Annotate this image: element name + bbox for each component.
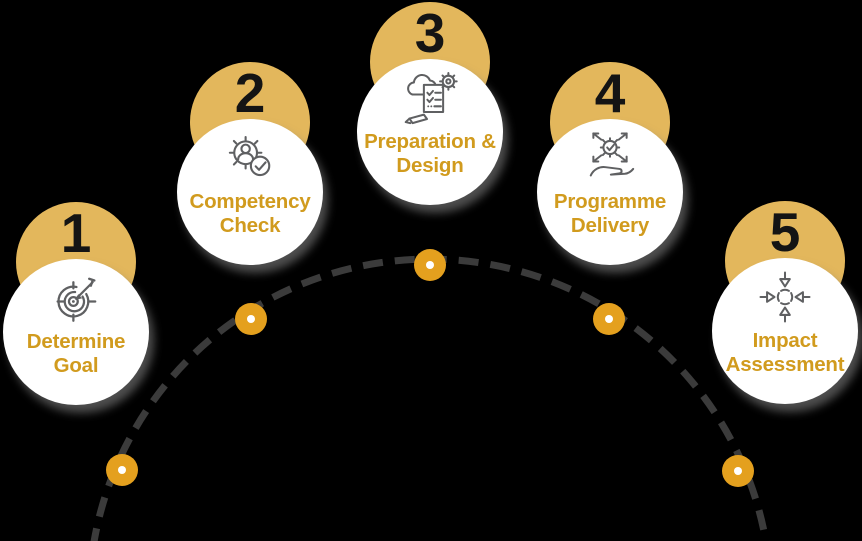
converging-arrows-icon [757,269,813,325]
step-content-circle: Determine Goal [3,259,149,405]
step-number: 4 [594,62,626,124]
step-content-circle: Impact Assessment [712,258,858,404]
step-label-line: Preparation & [364,130,496,153]
arc-node-dot [414,249,446,281]
cloud-document-design-icon [402,70,458,126]
step-label-line: Programme [553,190,667,213]
step-content-circle: Preparation & Design [357,59,503,205]
step-label-line: Delivery [570,213,650,237]
step-label-line: Design [396,153,464,177]
dashed-arc-path [90,255,770,541]
step-content-circle: Competency Check [177,119,323,265]
step-label-line: Check [219,213,281,237]
step-programme-delivery: 4 Programme Delivery [537,62,683,265]
step-competency-check: 2 Competency Check [177,62,323,265]
step-label-line: Determine [26,330,126,353]
person-gear-check-icon [222,130,278,186]
step-label: Programme Delivery [537,190,683,237]
arc-node-dot [722,455,754,487]
step-label: Competency Check [177,190,323,237]
step-label-line: Impact [752,329,818,352]
arc-node-dot [593,303,625,335]
step-label-line: Goal [53,353,99,377]
target-arrow-icon [48,270,104,326]
step-label: Preparation & Design [357,130,503,177]
step-number: 1 [60,202,92,264]
step-number: 3 [414,2,446,64]
step-impact-assessment: 5 Impact Assessment [712,201,858,404]
step-label-line: Competency [189,190,311,213]
hand-gear-delivery-icon [582,130,638,186]
step-label: Determine Goal [3,330,149,377]
step-content-circle: Programme Delivery [537,119,683,265]
step-preparation-design: 3 [357,2,503,205]
step-label-line: Assessment [725,352,845,376]
step-number: 2 [234,62,266,124]
step-determine-goal: 1 Determine Goal [3,202,149,405]
arc-node-dot [106,454,138,486]
step-number: 5 [769,201,801,263]
arc-node-dot [235,303,267,335]
step-label: Impact Assessment [712,329,858,376]
